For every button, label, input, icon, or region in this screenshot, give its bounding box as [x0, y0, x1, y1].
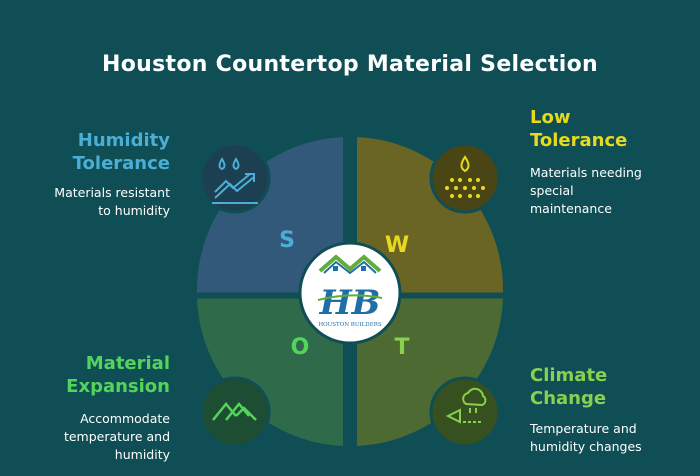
- quadrant-letter-w: W: [385, 233, 409, 258]
- weakness-title-line: Low: [530, 107, 571, 128]
- cloud-rain-icon: [429, 376, 501, 448]
- strength-title-line: Tolerance: [72, 153, 170, 174]
- opportunity-desc-line: humidity: [114, 447, 170, 462]
- threat-desc-line: Temperature and: [530, 421, 637, 436]
- opportunity-title: Material Expansion: [30, 352, 170, 398]
- strength-title: Humidity Tolerance: [40, 129, 170, 175]
- threat-title-line: Climate: [530, 365, 608, 386]
- threat-title-line: Change: [530, 388, 607, 409]
- houston-builders-logo: HB HOUSTON BUILDERS: [298, 241, 402, 345]
- logo-caption: HOUSTON BUILDERS: [318, 322, 382, 328]
- water-drops-rising-arrow-icon: [199, 142, 271, 214]
- opportunity-title-line: Material: [85, 353, 170, 374]
- weakness-desc-line: special: [530, 183, 574, 198]
- threat-title: Climate Change: [530, 364, 680, 410]
- weakness-description: Materials needing special maintenance: [530, 164, 680, 218]
- weakness-title: Low Tolerance: [530, 106, 680, 152]
- weakness-desc-line: Materials needing: [530, 165, 642, 180]
- opportunity-desc-line: Accommodate: [80, 411, 170, 426]
- strength-desc-line: to humidity: [98, 203, 170, 218]
- opportunity-desc-line: temperature and: [63, 429, 170, 444]
- quadrant-letter-t: T: [394, 335, 409, 360]
- drop-splash-icon: [429, 142, 501, 214]
- page-title: Houston Countertop Material Selection: [102, 52, 598, 77]
- weakness-desc-line: maintenance: [530, 201, 612, 216]
- strength-title-line: Humidity: [77, 130, 170, 151]
- opportunity-title-line: Expansion: [66, 376, 170, 397]
- quadrant-letter-o: O: [291, 335, 310, 360]
- weakness-title-line: Tolerance: [530, 130, 628, 151]
- threat-desc-line: humidity changes: [530, 439, 642, 454]
- opportunity-description: Accommodate temperature and humidity: [20, 410, 170, 464]
- logo-monogram: HB: [319, 283, 381, 323]
- strength-description: Materials resistant to humidity: [20, 184, 170, 220]
- expansion-chevrons-icon: [199, 376, 271, 448]
- quadrant-letter-s: S: [279, 228, 295, 253]
- threat-description: Temperature and humidity changes: [530, 420, 680, 456]
- strength-desc-line: Materials resistant: [54, 185, 170, 200]
